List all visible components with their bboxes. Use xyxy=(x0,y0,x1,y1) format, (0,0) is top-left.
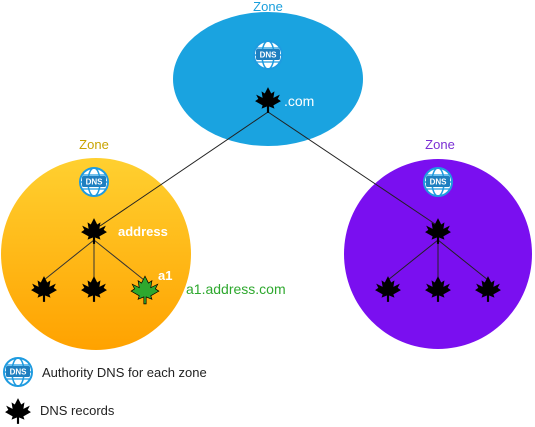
dns-globe-icon xyxy=(79,167,109,197)
zone-title-top: Zone xyxy=(253,0,283,14)
legend-authority-text: Authority DNS for each zone xyxy=(42,365,207,380)
zone-top-ellipse xyxy=(173,12,363,146)
tree-line xyxy=(43,239,95,281)
dns-globe-icon xyxy=(423,167,453,197)
tld-label: .com xyxy=(284,93,315,109)
legend-records-text: DNS records xyxy=(40,403,115,418)
tree-line xyxy=(93,239,145,281)
dns-globe-icon xyxy=(3,357,33,387)
maple-leaf-icon xyxy=(5,398,31,424)
delegation-line-right xyxy=(267,111,439,227)
tree-line xyxy=(387,239,439,281)
fqdn-label: a1.address.com xyxy=(186,281,286,297)
domain-label: address xyxy=(118,224,168,239)
delegation-line-left xyxy=(99,111,269,227)
zone-title-right: Zone xyxy=(425,137,455,152)
leaf-label: a1 xyxy=(158,268,173,283)
zone-title-left: Zone xyxy=(79,137,109,152)
tree-line xyxy=(437,239,489,281)
dns-globe-icon xyxy=(253,40,283,70)
